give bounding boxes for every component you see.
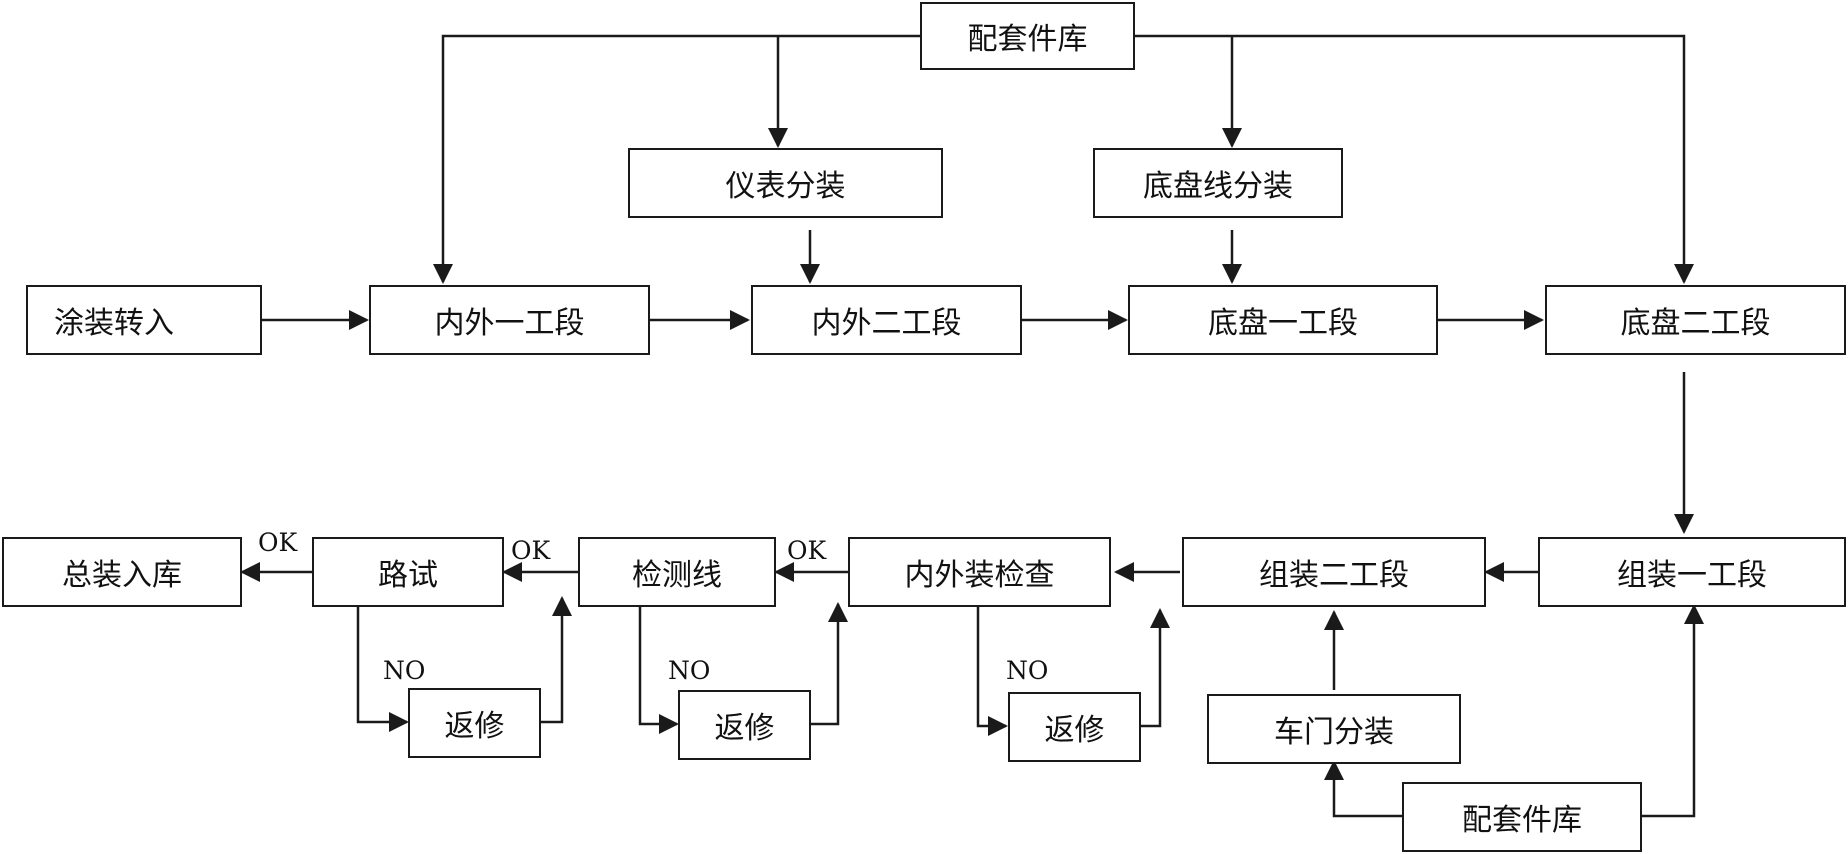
arrow-jiancexian-no-to-fanxiu2 xyxy=(638,606,679,734)
label-ok-lushi: OK xyxy=(258,528,298,557)
node-label: 仪表分装 xyxy=(725,169,846,204)
arrow-peitao-to-dipan2 xyxy=(1135,34,1694,284)
node-fanxiu1: 返修 xyxy=(408,688,541,758)
node-chemen: 车门分装 xyxy=(1207,694,1461,764)
node-dipan2: 底盘二工段 xyxy=(1545,285,1846,355)
node-label: 底盘一工段 xyxy=(1208,306,1358,341)
arrow-fanxiu3-back xyxy=(1141,608,1170,728)
node-fanxiu2: 返修 xyxy=(678,690,811,760)
node-label: 路试 xyxy=(378,558,438,593)
node-label: 返修 xyxy=(1044,713,1105,748)
node-label: 返修 xyxy=(714,711,775,746)
node-zongzhuang: 总装入库 xyxy=(2,537,242,607)
arrow-jiancha-no-to-fanxiu3 xyxy=(976,606,1008,736)
node-neiwaijiancha: 内外装检查 xyxy=(848,537,1111,607)
node-label: 组装一工段 xyxy=(1617,558,1767,593)
label-no-jiancha: NO xyxy=(1006,656,1049,685)
arrow-lushi-no-to-fanxiu1 xyxy=(356,606,409,732)
label-ok-jiancexian: OK xyxy=(511,536,551,565)
node-label: 总装入库 xyxy=(62,558,182,593)
node-peitao-top: 配套件库 xyxy=(920,2,1135,70)
node-peitao-bottom: 配套件库 xyxy=(1402,782,1642,852)
arrow-peitao-bottom-to-chemen xyxy=(1324,760,1402,818)
node-tuzhuang: 涂装转入 xyxy=(26,285,262,355)
node-label: 底盘线分装 xyxy=(1143,169,1293,204)
node-neiwai2: 内外二工段 xyxy=(751,285,1022,355)
node-jiancexian: 检测线 xyxy=(578,537,776,607)
node-neiwai1: 内外一工段 xyxy=(369,285,650,355)
node-label: 内外二工段 xyxy=(811,306,962,341)
arrow-peitao-bottom-to-zuzhuang1 xyxy=(1642,604,1704,818)
node-label: 底盘二工段 xyxy=(1620,306,1771,341)
node-label: 配套件库 xyxy=(1462,803,1582,838)
node-label: 内外装检查 xyxy=(904,558,1055,593)
label-no-lushi: NO xyxy=(383,656,426,685)
node-label: 检测线 xyxy=(632,558,722,593)
node-lushi: 路试 xyxy=(312,537,504,607)
arrow-fanxiu2-back xyxy=(811,602,848,726)
arrow-fanxiu1-back xyxy=(541,596,572,724)
node-zuzhuang2: 组装二工段 xyxy=(1182,537,1486,607)
node-label: 返修 xyxy=(444,709,505,744)
node-yibiao: 仪表分装 xyxy=(628,148,943,218)
node-label: 涂装转入 xyxy=(54,306,174,341)
node-label: 内外一工段 xyxy=(434,306,585,341)
node-label: 车门分装 xyxy=(1274,715,1394,750)
node-dipan1: 底盘一工段 xyxy=(1128,285,1438,355)
label-ok-jiancha: OK xyxy=(787,536,827,565)
node-label: 组装二工段 xyxy=(1259,558,1409,593)
label-no-jiancexian: NO xyxy=(668,656,711,685)
node-fanxiu3: 返修 xyxy=(1008,692,1141,762)
node-dipanxian: 底盘线分装 xyxy=(1093,148,1343,218)
node-zuzhuang1: 组装一工段 xyxy=(1538,537,1846,607)
node-label: 配套件库 xyxy=(967,22,1088,57)
arrow-peitao-to-neiwai1 xyxy=(433,34,920,284)
